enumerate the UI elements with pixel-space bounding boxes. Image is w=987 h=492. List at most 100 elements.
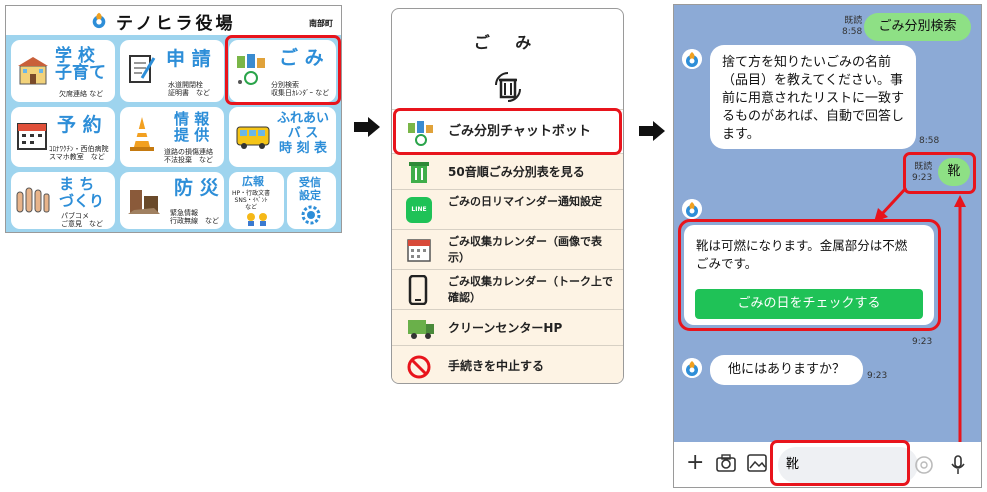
app-title: テノヒラ役場 [116, 14, 236, 34]
tile-reservation-label: 予 約 [57, 114, 102, 136]
garbage-tile-highlight [225, 35, 341, 105]
menu-item-clean-center[interactable]: クリーンセンターHP [392, 309, 623, 345]
menu-item-chatbot[interactable]: ごみ分別チャットボット [392, 109, 623, 153]
prohibited-icon [407, 355, 431, 379]
tile-bus-label: ふれあい バ ス 時 刻 表 [277, 111, 330, 156]
menu-item-label: 50音順ごみ分別表を見る [448, 165, 585, 179]
message-time: 9:23 [867, 371, 888, 381]
user-message-text: 靴 [947, 164, 961, 179]
menu-item-label: ごみ収集カレンダー（画像で表示） [448, 235, 602, 264]
pen-document-icon [129, 55, 156, 83]
read-label: 既読 [844, 16, 863, 26]
tile-school-label: 学 校 子育て [55, 46, 106, 83]
menu-item-calendar-image[interactable]: ごみ収集カレンダー（画像で表示） [392, 229, 623, 269]
menu-title: ご み [473, 33, 542, 52]
message-input[interactable]: 靴 [778, 447, 918, 483]
tile-disaster-label: 防 災 [174, 177, 219, 199]
tile-bus[interactable]: ふれあい バ ス 時 刻 表 [229, 107, 336, 167]
input-toolbar: + 靴 [674, 442, 981, 487]
bot-message-bubble: 捨て方を知りたいごみの名前（品目）を教えてください。事前に用意されたリストに一致… [710, 45, 916, 149]
tile-disaster[interactable]: 防 災 緊急情報 行政無線 など [120, 172, 224, 229]
people-icon [247, 213, 267, 226]
camera-icon[interactable] [716, 454, 736, 472]
message-time: 9:23 [912, 337, 933, 347]
school-building-icon [18, 57, 48, 85]
bot-avatar-icon [682, 49, 702, 69]
traffic-cone-icon [130, 117, 154, 151]
check-garbage-day-button[interactable]: ごみの日をチェックする [695, 289, 923, 319]
arrow-right-icon [639, 121, 665, 141]
tile-reservation-sub: ｺﾛﾅﾜｸﾁﾝ・西伯病院 スマホ教室 など [49, 145, 109, 161]
read-label: 既読 [914, 162, 933, 172]
message-input-value: 靴 [786, 457, 800, 472]
tile-notification-label: 受信 設定 [299, 176, 321, 202]
smartphone-icon [408, 275, 428, 305]
garbage-truck-icon [408, 320, 434, 339]
town-name: 南部町 [309, 19, 333, 28]
calendar-icon [17, 123, 47, 150]
menu-item-cancel[interactable]: 手続きを中止する [392, 345, 623, 383]
microphone-icon[interactable] [950, 454, 966, 476]
tile-application[interactable]: 申 請 水道開閉栓 証明書 など [120, 40, 224, 102]
bot-message-text: 捨て方を知りたいごみの名前（品目）を教えてください。事前に用意されたリストに一致… [722, 55, 905, 142]
menu-item-label: ごみ分別チャットボット [448, 124, 591, 139]
green-trash-icon [409, 162, 429, 183]
menu-item-label: クリーンセンターHP [448, 321, 563, 335]
plus-icon[interactable]: + [686, 450, 705, 475]
annotation-connector [874, 186, 966, 465]
message-time: 8:58 [919, 136, 940, 146]
bot-message-bubble: 靴は可燃になります。金属部分は不燃ごみです。 ごみの日をチェックする [684, 225, 934, 325]
tile-garbage-sub: 分別検索 収集日ｶﾚﾝﾀﾞｰ など [271, 81, 330, 97]
tile-publicity[interactable]: 広報 HP・行政文書 SNS・ｲﾍﾞﾝﾄ など [229, 172, 284, 229]
calendar-icon [407, 239, 431, 262]
image-icon[interactable] [747, 454, 767, 472]
message-input-highlight [770, 440, 910, 486]
tile-application-sub: 水道開閉栓 証明書 など [168, 81, 210, 97]
user-message-text: ごみ分別検索 [878, 19, 957, 34]
rich-menu-panel: テノヒラ役場 南部町 学 校 子育て 欠席連絡 など 申 請 水道開閉栓 証明書… [5, 5, 342, 233]
line-icon-text: LINE [411, 206, 427, 213]
user-message-bubble: ごみ分別検索 [864, 13, 971, 41]
message-time: 8:58 [842, 27, 863, 37]
town-logo-icon [92, 12, 106, 29]
gear-icon [301, 205, 321, 225]
bot-avatar-icon [682, 358, 702, 378]
tile-publicity-label: 広報 [242, 175, 264, 188]
garbage-sorting-icon [408, 121, 433, 146]
bus-icon [236, 126, 270, 149]
tile-community-sub: パブコメ ご意見 など [61, 212, 103, 228]
menu-item-alphabetical-list[interactable]: 50音順ごみ分別表を見る [392, 153, 623, 189]
menu-item-reminder[interactable]: LINE ごみの日リマインダー通知設定 [392, 189, 623, 229]
tile-school[interactable]: 学 校 子育て 欠席連絡 など [11, 40, 115, 102]
tile-garbage-label: ご み [279, 47, 324, 69]
chatbot-item-highlight [393, 108, 622, 155]
line-app-icon: LINE [406, 197, 432, 223]
tile-reservation[interactable]: 予 約 ｺﾛﾅﾜｸﾁﾝ・西伯病院 スマホ教室 など [11, 107, 115, 167]
tile-report-label: 情 報 提 供 [174, 110, 210, 144]
tile-notification-settings[interactable]: 受信 設定 [287, 172, 336, 229]
bot-message-bubble: 他にはありますか？ [710, 355, 863, 385]
tile-report-sub: 道路の損傷連絡 不法投棄 など [164, 148, 213, 164]
tile-garbage[interactable]: ご み 分別検索 収集日ｶﾚﾝﾀﾞｰ など [229, 40, 336, 102]
menu-item-label: ごみ収集カレンダー（トーク上で確認） [448, 275, 613, 304]
garbage-menu-panel: ご み ごみ分別チャットボット 50音順ごみ分別表を見る LINE ごみの日リマ… [391, 8, 624, 384]
user-message-highlight [903, 152, 976, 194]
bot-message-text: 靴は可燃になります。金属部分は不燃ごみです。 [696, 238, 908, 271]
tile-application-label: 申 請 [166, 48, 211, 70]
emoji-icon[interactable] [914, 455, 934, 475]
menu-item-label: 手続きを中止する [448, 359, 545, 373]
tile-school-sub: 欠席連絡 など [59, 90, 104, 98]
tile-community[interactable]: ま ち づくり パブコメ ご意見 など [11, 172, 115, 229]
tile-publicity-sub: HP・行政文書 SNS・ｲﾍﾞﾝﾄ など [232, 190, 271, 211]
message-time: 9:23 [912, 173, 933, 183]
tile-report[interactable]: 情 報 提 供 道路の損傷連絡 不法投棄 など [120, 107, 224, 167]
tile-community-label: ま ち づくり [59, 175, 105, 210]
damaged-building-icon [128, 190, 160, 214]
menu-item-calendar-talk[interactable]: ごみ収集カレンダー（トーク上で確認） [392, 269, 623, 309]
garbage-sorting-icon [237, 54, 265, 85]
bot-reply-highlight [678, 219, 941, 331]
bot-message-text: 他にはありますか？ [727, 362, 845, 377]
